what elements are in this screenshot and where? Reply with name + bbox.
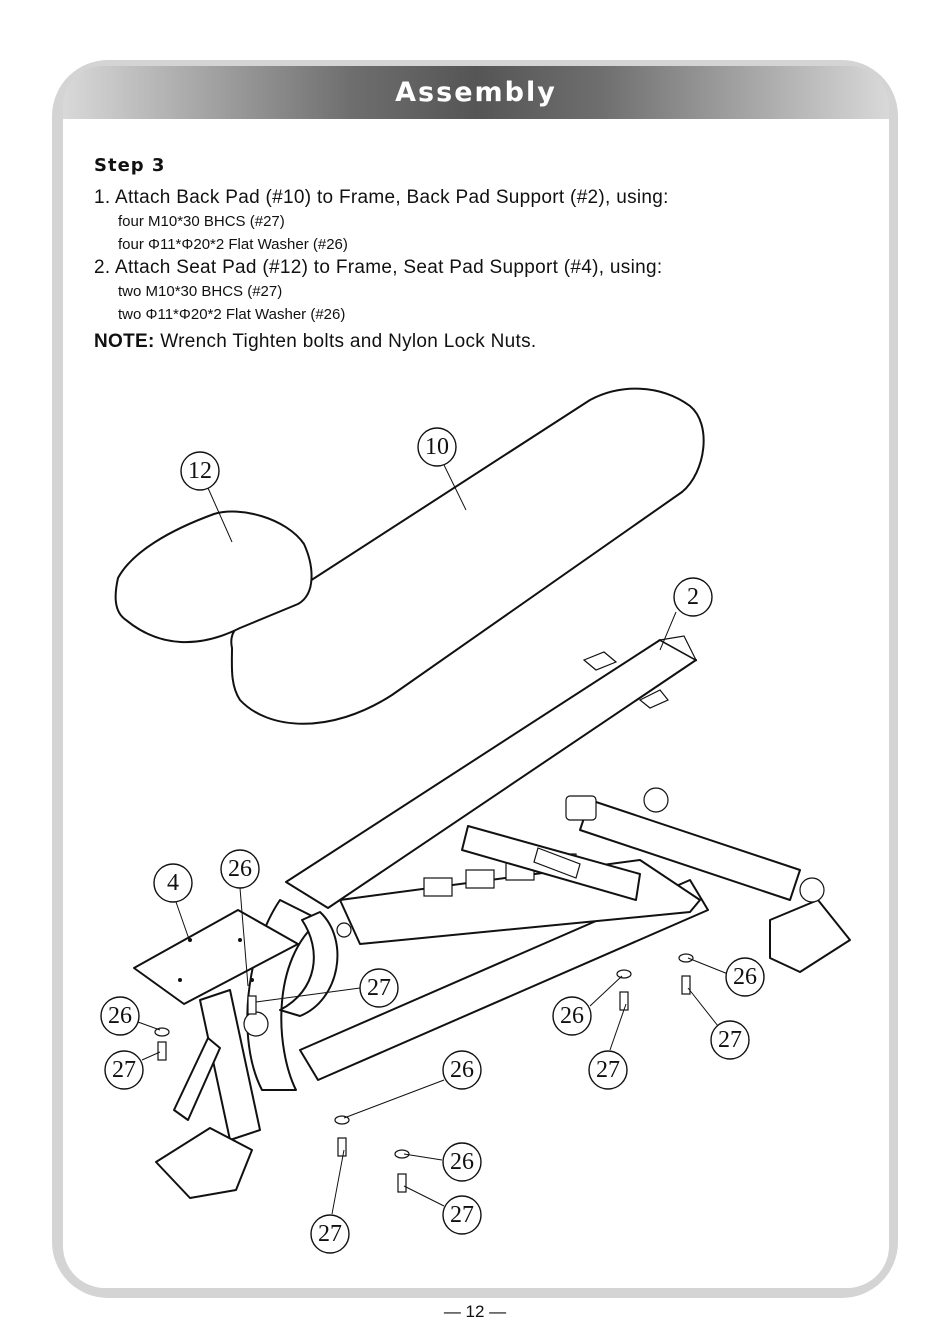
bracket-upper: [582, 651, 618, 671]
callout-26-f: 26: [725, 957, 765, 997]
rear-post: [565, 795, 597, 821]
leader-10: [443, 464, 467, 511]
adjust-slot-2: [465, 869, 495, 889]
washer-5: [678, 953, 694, 963]
bolt-1: [157, 1041, 167, 1061]
rear-wheel-1: [643, 787, 669, 813]
note-text: Wrench Tighten bolts and Nylon Lock Nuts…: [154, 331, 537, 352]
page-title: Assembly: [395, 77, 557, 108]
washer-4: [616, 969, 632, 979]
svg-text:26: 26: [450, 1057, 474, 1083]
leader-26-f: [687, 957, 729, 975]
instruction-2-item-1: two M10*30 BHCS (#27): [118, 283, 283, 300]
svg-text:27: 27: [450, 1202, 474, 1228]
leader-26-d: [403, 1153, 443, 1161]
back-support-top: [658, 635, 698, 662]
hole-4: [250, 978, 254, 982]
frame-rail-lower: [299, 879, 709, 1081]
front-leg: [199, 989, 261, 1141]
note: NOTE: Wrench Tighten bolts and Nylon Loc…: [94, 330, 874, 354]
leader-12: [207, 487, 233, 543]
leader-27-a: [255, 987, 361, 1003]
svg-text:10: 10: [425, 434, 449, 460]
rear-wheel-2: [799, 877, 825, 903]
seat-pad-support: [133, 909, 299, 1005]
washer-3: [394, 1149, 410, 1159]
instruction-1-item-2: four Φ11*Φ20*2 Flat Washer (#26): [118, 236, 348, 253]
front-foot: [155, 1127, 253, 1199]
bolt-4: [619, 991, 629, 1011]
washer-2: [334, 1115, 350, 1125]
leader-27-d: [403, 1185, 445, 1207]
pivot-bolt: [336, 922, 352, 938]
callout-27-b: 27: [104, 1050, 144, 1090]
step-title: Step 3: [94, 155, 166, 176]
front-leg-arm: [173, 1037, 221, 1121]
callout-27-e: 27: [588, 1050, 628, 1090]
leader-27-c: [331, 1149, 345, 1215]
instruction-1: 1. Attach Back Pad (#10) to Frame, Back …: [94, 187, 669, 208]
svg-text:26: 26: [228, 856, 252, 882]
note-label: NOTE:: [94, 331, 155, 352]
callout-2: 2: [673, 577, 713, 617]
instruction-1-item-1: four M10*30 BHCS (#27): [118, 213, 285, 230]
instructions-block: Step 3 1. Attach Back Pad (#10) to Frame…: [94, 155, 874, 354]
callout-10: 10: [417, 427, 457, 467]
callout-26-d: 26: [442, 1142, 482, 1182]
instruction-2: 2. Attach Seat Pad (#12) to Frame, Seat …: [94, 257, 663, 278]
callout-26-e: 26: [552, 996, 592, 1036]
svg-text:2: 2: [687, 584, 699, 610]
callout-26-c: 26: [442, 1050, 482, 1090]
leader-27-b: [141, 1051, 161, 1061]
leader-26-a: [239, 887, 249, 987]
callout-26-b: 26: [100, 996, 140, 1036]
instruction-2-item-2: two Φ11*Φ20*2 Flat Washer (#26): [118, 306, 346, 323]
leader-26-c: [343, 1079, 445, 1119]
hole-2: [238, 938, 242, 942]
hole-3: [178, 978, 182, 982]
leader-2: [659, 611, 677, 651]
svg-text:26: 26: [108, 1003, 132, 1029]
svg-text:26: 26: [450, 1149, 474, 1175]
back-pad: [230, 387, 705, 725]
bolt-3: [397, 1173, 407, 1193]
svg-text:27: 27: [367, 975, 391, 1001]
rear-foot: [769, 899, 851, 973]
front-pin: [243, 1011, 269, 1037]
callout-27-f: 27: [710, 1020, 750, 1060]
front-arch-2: [279, 911, 339, 1017]
callout-27-c: 27: [310, 1214, 350, 1254]
leader-27-f: [687, 987, 719, 1027]
callout-27-a: 27: [359, 968, 399, 1008]
leader-4: [175, 901, 191, 943]
svg-text:4: 4: [167, 870, 179, 896]
bolt-2: [337, 1137, 347, 1157]
leader-26-b: [137, 1021, 161, 1031]
callout-4: 4: [153, 863, 193, 903]
svg-text:12: 12: [188, 458, 212, 484]
bolt-5: [681, 975, 691, 995]
seat-pad: [114, 510, 313, 644]
svg-text:26: 26: [733, 964, 757, 990]
adjust-handle: [533, 847, 581, 879]
bracket-lower: [638, 689, 669, 709]
leader-27-e: [609, 1003, 627, 1051]
leader-26-e: [589, 975, 623, 1007]
page-number: — 12 —: [443, 1302, 507, 1321]
svg-text:27: 27: [112, 1057, 136, 1083]
svg-text:26: 26: [560, 1003, 584, 1029]
callout-27-d: 27: [442, 1195, 482, 1235]
svg-text:27: 27: [596, 1057, 620, 1083]
bolt-6: [247, 995, 257, 1015]
adjust-slot-1: [423, 877, 453, 897]
washer-1: [154, 1027, 170, 1037]
svg-text:27: 27: [318, 1221, 342, 1247]
callout-12: 12: [180, 451, 220, 491]
header-band: Assembly: [63, 66, 889, 119]
svg-text:27: 27: [718, 1027, 742, 1053]
callout-26-a: 26: [220, 849, 260, 889]
